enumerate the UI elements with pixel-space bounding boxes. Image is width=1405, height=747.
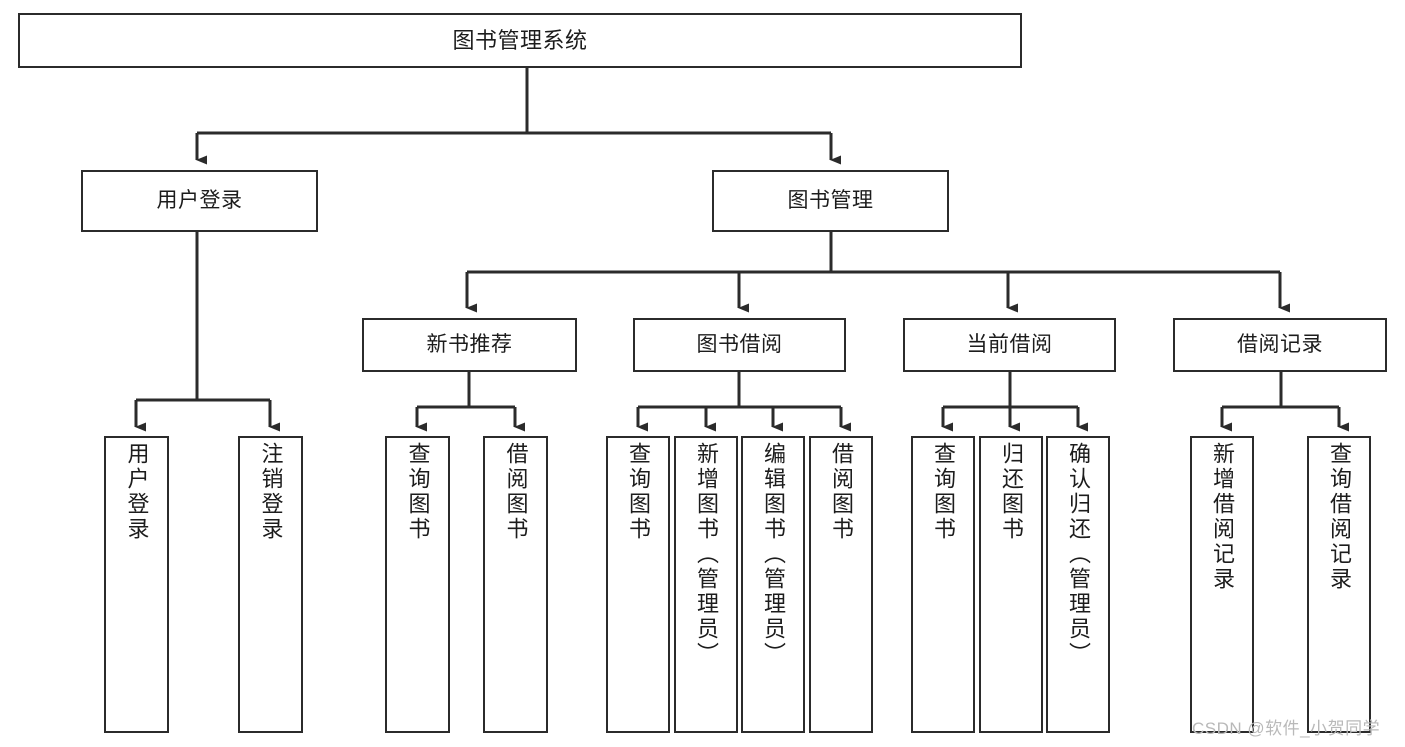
node-label: 归还图书: [999, 442, 1024, 542]
node-leaf-borrow-book-1[interactable]: 借阅图书: [483, 436, 548, 733]
node-label: 查询图书: [405, 442, 431, 542]
node-leaf-edit-book[interactable]: 编辑图书（管理员）: [741, 436, 805, 733]
node-leaf-query-book-2[interactable]: 查询图书: [606, 436, 670, 733]
node-label: 查询借阅记录: [1327, 442, 1352, 592]
node-label: 借阅记录: [1237, 332, 1323, 356]
node-label: 借阅图书: [503, 442, 529, 542]
node-label: 注销登录: [258, 442, 284, 542]
node-leaf-query-book-3[interactable]: 查询图书: [911, 436, 975, 733]
node-label: 图书管理: [787, 188, 874, 212]
node-user-login[interactable]: 用户登录: [81, 170, 318, 232]
node-label: 新增借阅记录: [1210, 442, 1235, 592]
node-leaf-return-book[interactable]: 归还图书: [979, 436, 1043, 733]
node-book-borrow[interactable]: 图书借阅: [633, 318, 846, 372]
node-leaf-query-borrow-record[interactable]: 查询借阅记录: [1307, 436, 1371, 733]
node-label: 新书推荐: [426, 332, 513, 356]
node-leaf-add-book[interactable]: 新增图书（管理员）: [674, 436, 738, 733]
node-label: 借阅图书: [829, 442, 854, 542]
node-label: 用户登录: [156, 188, 243, 212]
node-label: 新增图书（管理员）: [694, 442, 719, 667]
node-leaf-borrow-book-2[interactable]: 借阅图书: [809, 436, 873, 733]
node-leaf-add-borrow-record[interactable]: 新增借阅记录: [1190, 436, 1254, 733]
node-leaf-user-login[interactable]: 用户登录: [104, 436, 169, 733]
node-label: 查询图书: [931, 442, 956, 542]
node-label: 图书管理系统: [452, 27, 588, 53]
node-label: 编辑图书（管理员）: [761, 442, 786, 667]
node-root-book-management-system[interactable]: 图书管理系统: [18, 13, 1022, 68]
node-label: 图书借阅: [696, 332, 783, 356]
node-label: 查询图书: [626, 442, 651, 542]
node-current-borrow[interactable]: 当前借阅: [903, 318, 1116, 372]
node-label: 当前借阅: [966, 332, 1053, 356]
node-label: 用户登录: [124, 442, 150, 542]
node-leaf-confirm-return[interactable]: 确认归还（管理员）: [1046, 436, 1110, 733]
watermark-text: CSDN @软件_小贺同学: [1192, 719, 1381, 738]
node-leaf-query-book-1[interactable]: 查询图书: [385, 436, 450, 733]
node-borrow-record[interactable]: 借阅记录: [1173, 318, 1387, 372]
node-leaf-logout-login[interactable]: 注销登录: [238, 436, 303, 733]
node-new-book-recommend[interactable]: 新书推荐: [362, 318, 577, 372]
node-book-management[interactable]: 图书管理: [712, 170, 949, 232]
node-label: 确认归还（管理员）: [1066, 442, 1091, 667]
